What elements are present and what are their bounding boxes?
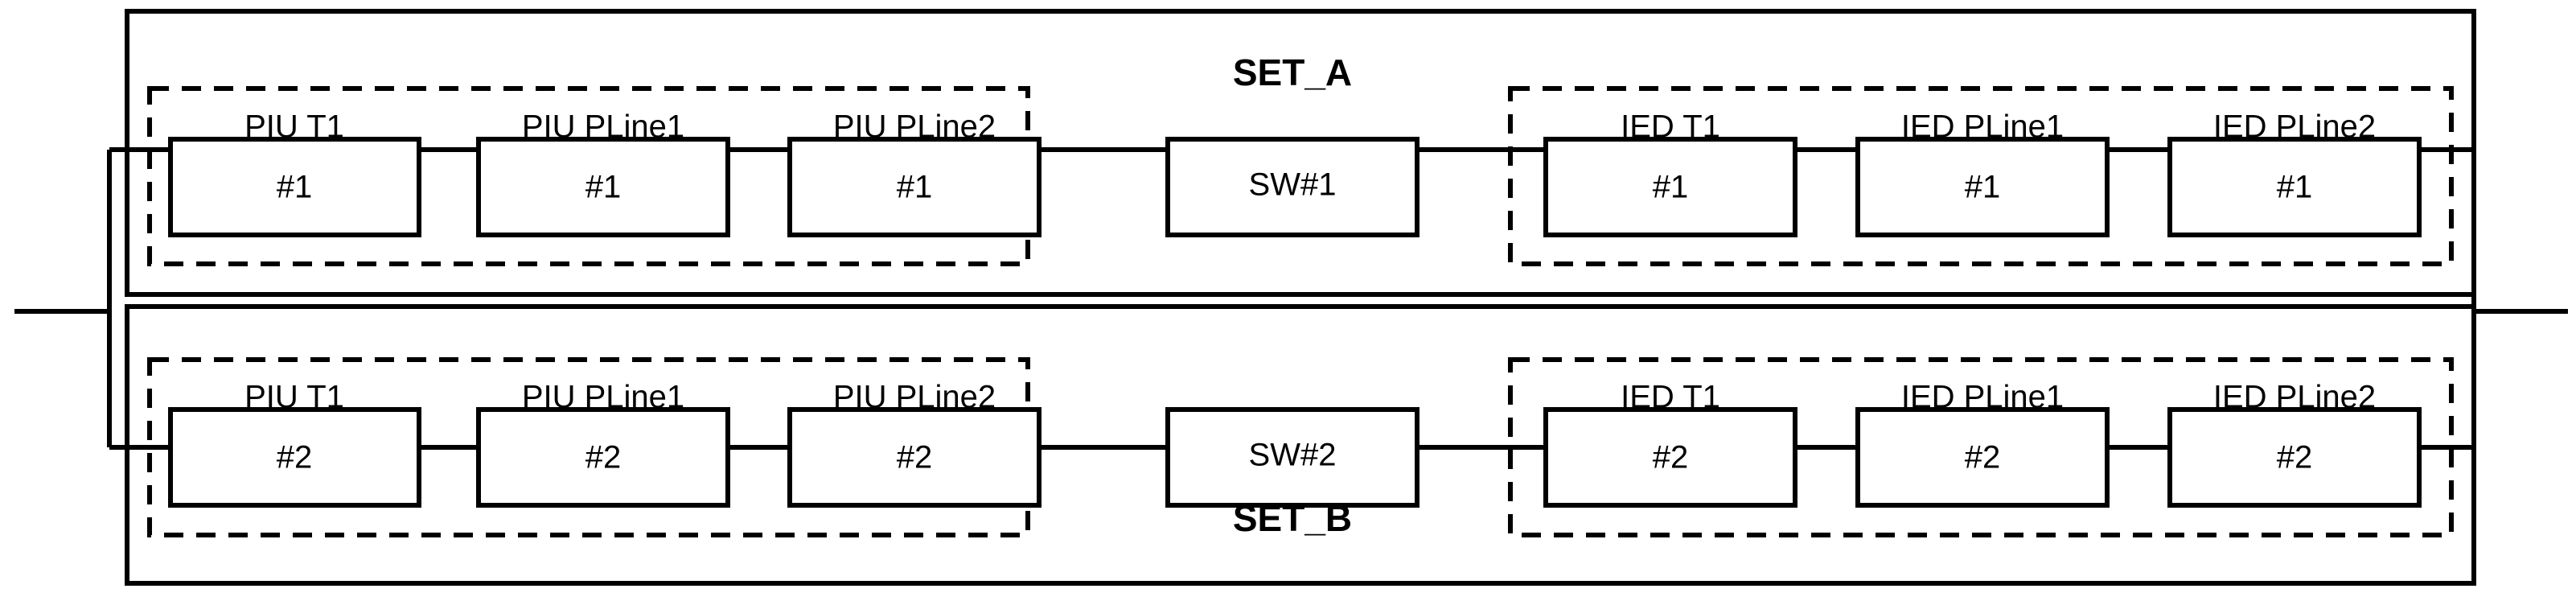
set-b-title: SET_B: [1233, 497, 1352, 539]
node-label-set-b-piu-pline1-line1: PIU PLine1: [522, 380, 684, 415]
node-label-set-a-piu-t1-line2: #1: [277, 170, 313, 205]
node-box-set-a-ied-t1[interactable]: [1543, 137, 1797, 237]
node-label-set-b-piu-pline2-line2: #2: [897, 440, 933, 475]
node-box-set-b-piu-pline1[interactable]: [476, 407, 730, 508]
node-label-set-b-ied-t1-line2: #2: [1653, 440, 1689, 475]
node-box-set-b-piu-t1[interactable]: [168, 407, 421, 508]
node-box-set-a-ied-pline1[interactable]: [1855, 137, 2110, 237]
node-label-set-b-switch: SW#2: [1249, 438, 1337, 473]
node-label-set-a-ied-pline2-line2: #1: [2277, 170, 2313, 205]
node-box-set-a-piu-t1[interactable]: [168, 137, 421, 237]
node-label-set-b-piu-t1-line2: #2: [277, 440, 313, 475]
node-label-set-b-piu-pline1-line2: #2: [585, 440, 622, 475]
set-a-title: SET_A: [1233, 51, 1352, 93]
node-label-set-a-ied-t1-line1: IED T1: [1621, 109, 1720, 145]
node-label-set-b-ied-pline2-line2: #2: [2277, 440, 2313, 475]
node-label-set-a-piu-pline1-line1: PIU PLine1: [522, 109, 684, 145]
node-label-set-b-piu-t1-line1: PIU T1: [244, 380, 344, 415]
node-label-set-b-ied-t1-line1: IED T1: [1621, 380, 1720, 415]
node-label-set-a-ied-pline1-line2: #1: [1965, 170, 2001, 205]
node-box-set-a-ied-pline2[interactable]: [2167, 137, 2422, 237]
node-box-set-a-piu-pline2[interactable]: [787, 137, 1041, 237]
node-label-set-a-piu-pline2-line1: PIU PLine2: [833, 109, 996, 145]
node-box-set-b-ied-pline2[interactable]: [2167, 407, 2422, 508]
node-label-set-b-piu-pline2-line1: PIU PLine2: [833, 380, 996, 415]
node-box-set-b-piu-pline2[interactable]: [787, 407, 1041, 508]
node-label-set-b-ied-pline1-line1: IED PLine1: [1901, 380, 2064, 415]
node-label-set-a-ied-pline2-line1: IED PLine2: [2213, 109, 2376, 145]
node-label-set-a-piu-pline1-line2: #1: [585, 170, 622, 205]
node-label-set-a-switch: SW#1: [1249, 167, 1337, 203]
node-box-set-a-piu-pline1[interactable]: [476, 137, 730, 237]
node-label-set-a-piu-t1-line1: PIU T1: [244, 109, 344, 145]
node-box-set-b-ied-pline1[interactable]: [1855, 407, 2110, 508]
node-label-set-a-ied-t1-line2: #1: [1653, 170, 1689, 205]
set-b-ied-group-dashed-boundary: [1508, 357, 2454, 537]
node-box-set-a-switch[interactable]: [1165, 137, 1419, 237]
node-box-set-b-switch[interactable]: [1165, 407, 1419, 508]
set-a-ied-group-dashed-boundary: [1508, 86, 2454, 266]
node-label-set-b-ied-pline1-line2: #2: [1965, 440, 2001, 475]
node-label-set-a-ied-pline1-line1: IED PLine1: [1901, 109, 2064, 145]
node-label-set-b-ied-pline2-line1: IED PLine2: [2213, 380, 2376, 415]
node-label-set-a-piu-pline2-line2: #1: [897, 170, 933, 205]
node-box-set-b-ied-t1[interactable]: [1543, 407, 1797, 508]
